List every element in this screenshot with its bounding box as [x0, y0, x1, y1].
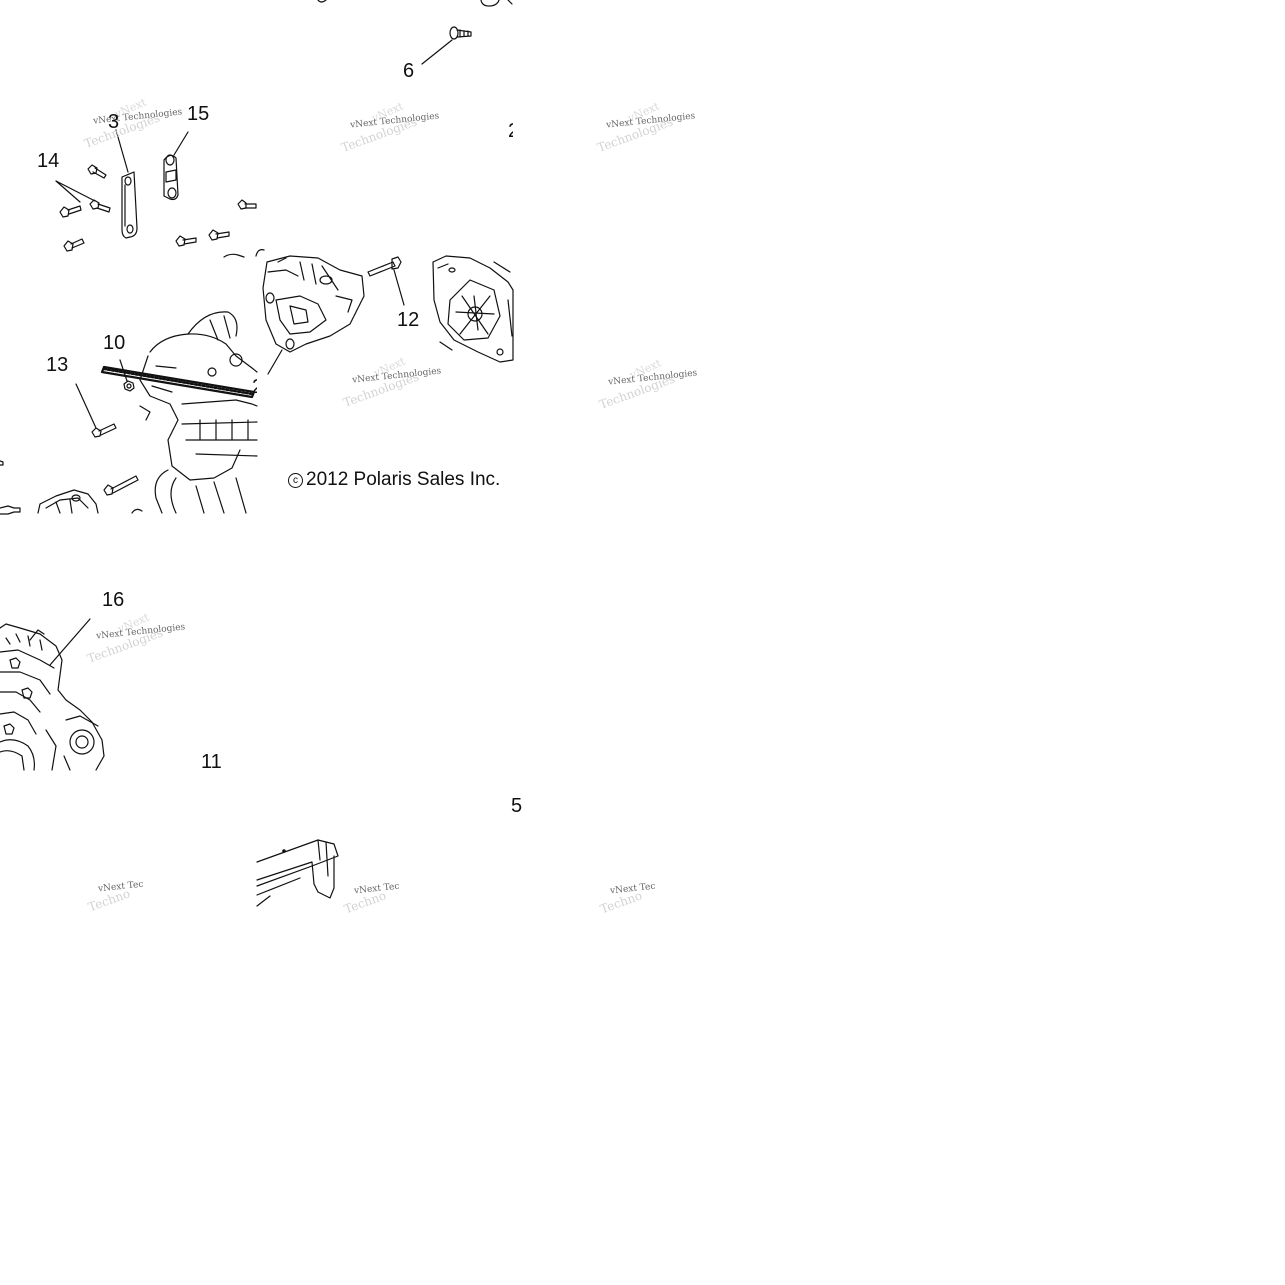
callout-10: 10: [103, 332, 126, 354]
link-part-15: [164, 155, 178, 200]
bolts-part-14: [60, 165, 264, 257]
leader-line-13: [76, 384, 96, 428]
leader-line-6: [422, 40, 452, 64]
engine-main-body: [140, 312, 257, 513]
lower-left-bolts: [0, 461, 138, 514]
engine-lower-fragment: [0, 624, 104, 770]
leader-line-15: [174, 132, 188, 155]
callout-2-cut: 2: [508, 121, 513, 141]
leader-lines-14: [56, 181, 95, 202]
callout-16: 16: [102, 589, 125, 611]
bolt-part-13: [92, 424, 116, 437]
long-shaft-bar: [102, 367, 254, 397]
callout-13: 13: [46, 354, 69, 376]
nut-part-10: [124, 381, 134, 391]
copyright-text: 2012 Polaris Sales Inc.: [306, 469, 501, 490]
leader-line-12: [394, 270, 404, 305]
callout-5: 5: [511, 795, 523, 817]
copyright-symbol: c: [288, 473, 303, 488]
frame-rail-fragment: [257, 840, 338, 906]
bolt-part-12: [368, 257, 401, 276]
callout-3: 3: [108, 111, 120, 133]
bracket-part-3: [122, 172, 137, 238]
leader-line-3: [116, 130, 128, 172]
callout-14: 14: [37, 150, 60, 172]
leader-line-2: [268, 350, 282, 374]
leader-line-10: [120, 360, 127, 381]
callout-11: 11: [201, 751, 222, 773]
callout-2: 2: [252, 377, 257, 397]
leader-line-16: [50, 619, 90, 665]
callout-12: 12: [397, 309, 420, 331]
callout-6: 6: [403, 60, 415, 82]
cylinder-head-fragment-left: [38, 490, 142, 513]
callout-15: 15: [187, 103, 210, 125]
engine-case-right: [433, 256, 513, 362]
top-edge-fragments: [318, 0, 512, 6]
bolt-part-6: [450, 27, 471, 39]
engine-mount-bracket: [263, 256, 364, 352]
